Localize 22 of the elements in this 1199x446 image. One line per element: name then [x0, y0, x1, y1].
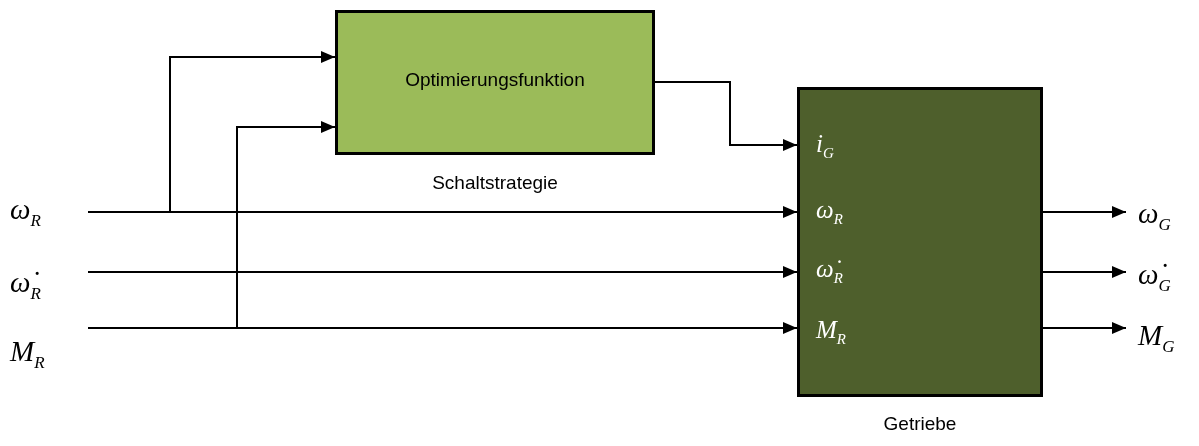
signal-label: ω̇$_{R}$ — [10, 262, 80, 308]
gearbox-block — [797, 87, 1043, 397]
signal-label: ω$_{R}$ — [10, 190, 80, 234]
block-title: Optimierungsfunktion — [405, 68, 585, 91]
port-label: M$_{R}$ — [816, 316, 846, 348]
signal-label: ω̇$_{G}$ — [1138, 255, 1196, 299]
signal-arrow — [87, 206, 798, 218]
block-caption: Getriebe — [882, 413, 958, 435]
port-label: ω̇$_{R}$ — [816, 255, 843, 287]
signal-label: M$_{G}$ — [1138, 318, 1196, 358]
port-label: i$_{G}$ — [816, 130, 834, 162]
signal-arrow — [1042, 206, 1127, 218]
signal-label: M$_{R}$ — [10, 332, 80, 376]
signal-label: ω$_{G}$ — [1138, 196, 1196, 236]
signal-arrow — [87, 266, 798, 278]
signal-arrow — [87, 322, 798, 334]
signal-arrow — [1042, 266, 1127, 278]
block-caption: Schaltstrategie — [431, 172, 559, 194]
signal-arrow — [654, 81, 798, 151]
function-block — [335, 10, 655, 155]
port-label: ω$_{R}$ — [816, 196, 843, 228]
signal-arrow — [1042, 322, 1127, 334]
